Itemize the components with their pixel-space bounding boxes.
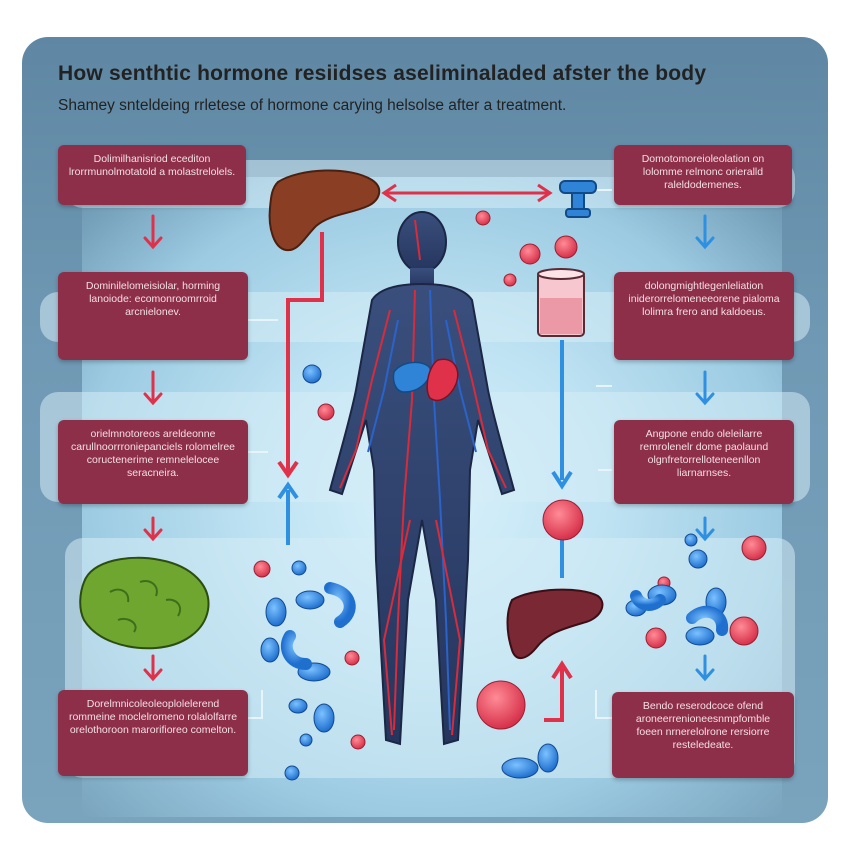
left-box-3-text: orielmnotoreos areldeonne carullnoorrron… (71, 428, 235, 479)
left-box-2-text: Dominilelomeisiolar, horming lanoiode: e… (85, 280, 221, 318)
liver-icon (268, 169, 381, 252)
right-box-1: Domotomoreioleolation on lolomme relmonc… (614, 145, 792, 205)
right-box-3-text: Angpone endo oleleilarre remrolenelr dom… (639, 428, 769, 479)
left-box-3: orielmnotoreos areldeonne carullnoorrron… (58, 420, 248, 504)
human-body-icon (328, 211, 516, 746)
blue-fragments (280, 582, 729, 670)
right-down-arrows (695, 214, 715, 682)
page-title: How senthtic hormone resiidses aselimina… (58, 62, 707, 85)
right-box-4-text: Bendo reserodcoce ofend aroneerrenionees… (635, 700, 771, 751)
left-box-2: Dominilelomeisiolar, horming lanoiode: e… (58, 272, 248, 360)
right-box-2-text: dolongmightlegenleliation iniderorrelome… (628, 280, 780, 318)
left-down-arrows (143, 214, 163, 682)
left-box-4-text: Dorelmnicoleoleoplolelerend rommeine moc… (68, 698, 238, 736)
page-subtitle: Shamey snteldeing rrletese of hormone ca… (58, 97, 567, 114)
right-box-1-text: Domotomoreioleolation on lolomme relmonc… (641, 153, 765, 191)
red-droplets (253, 210, 767, 750)
left-box-1: Dolimilhanisriod ecediton lrorrmunolmota… (58, 145, 246, 205)
right-box-2: dolongmightlegenleliation iniderorrelome… (614, 272, 794, 360)
right-box-3: Angpone endo oleleilarre remrolenelr dom… (614, 420, 794, 504)
liver-small-icon (506, 588, 604, 659)
right-box-4: Bendo reserodcoce ofend aroneerrenionees… (612, 692, 794, 778)
left-box-1-text: Dolimilhanisriod ecediton lrorrmunolmota… (68, 153, 236, 178)
kidney-icon (79, 556, 210, 650)
beaker-icon (537, 268, 585, 337)
connector-lines (248, 189, 612, 719)
faucet-icon (559, 180, 597, 218)
left-box-4: Dorelmnicoleoleoplolelerend rommeine moc… (58, 690, 248, 776)
